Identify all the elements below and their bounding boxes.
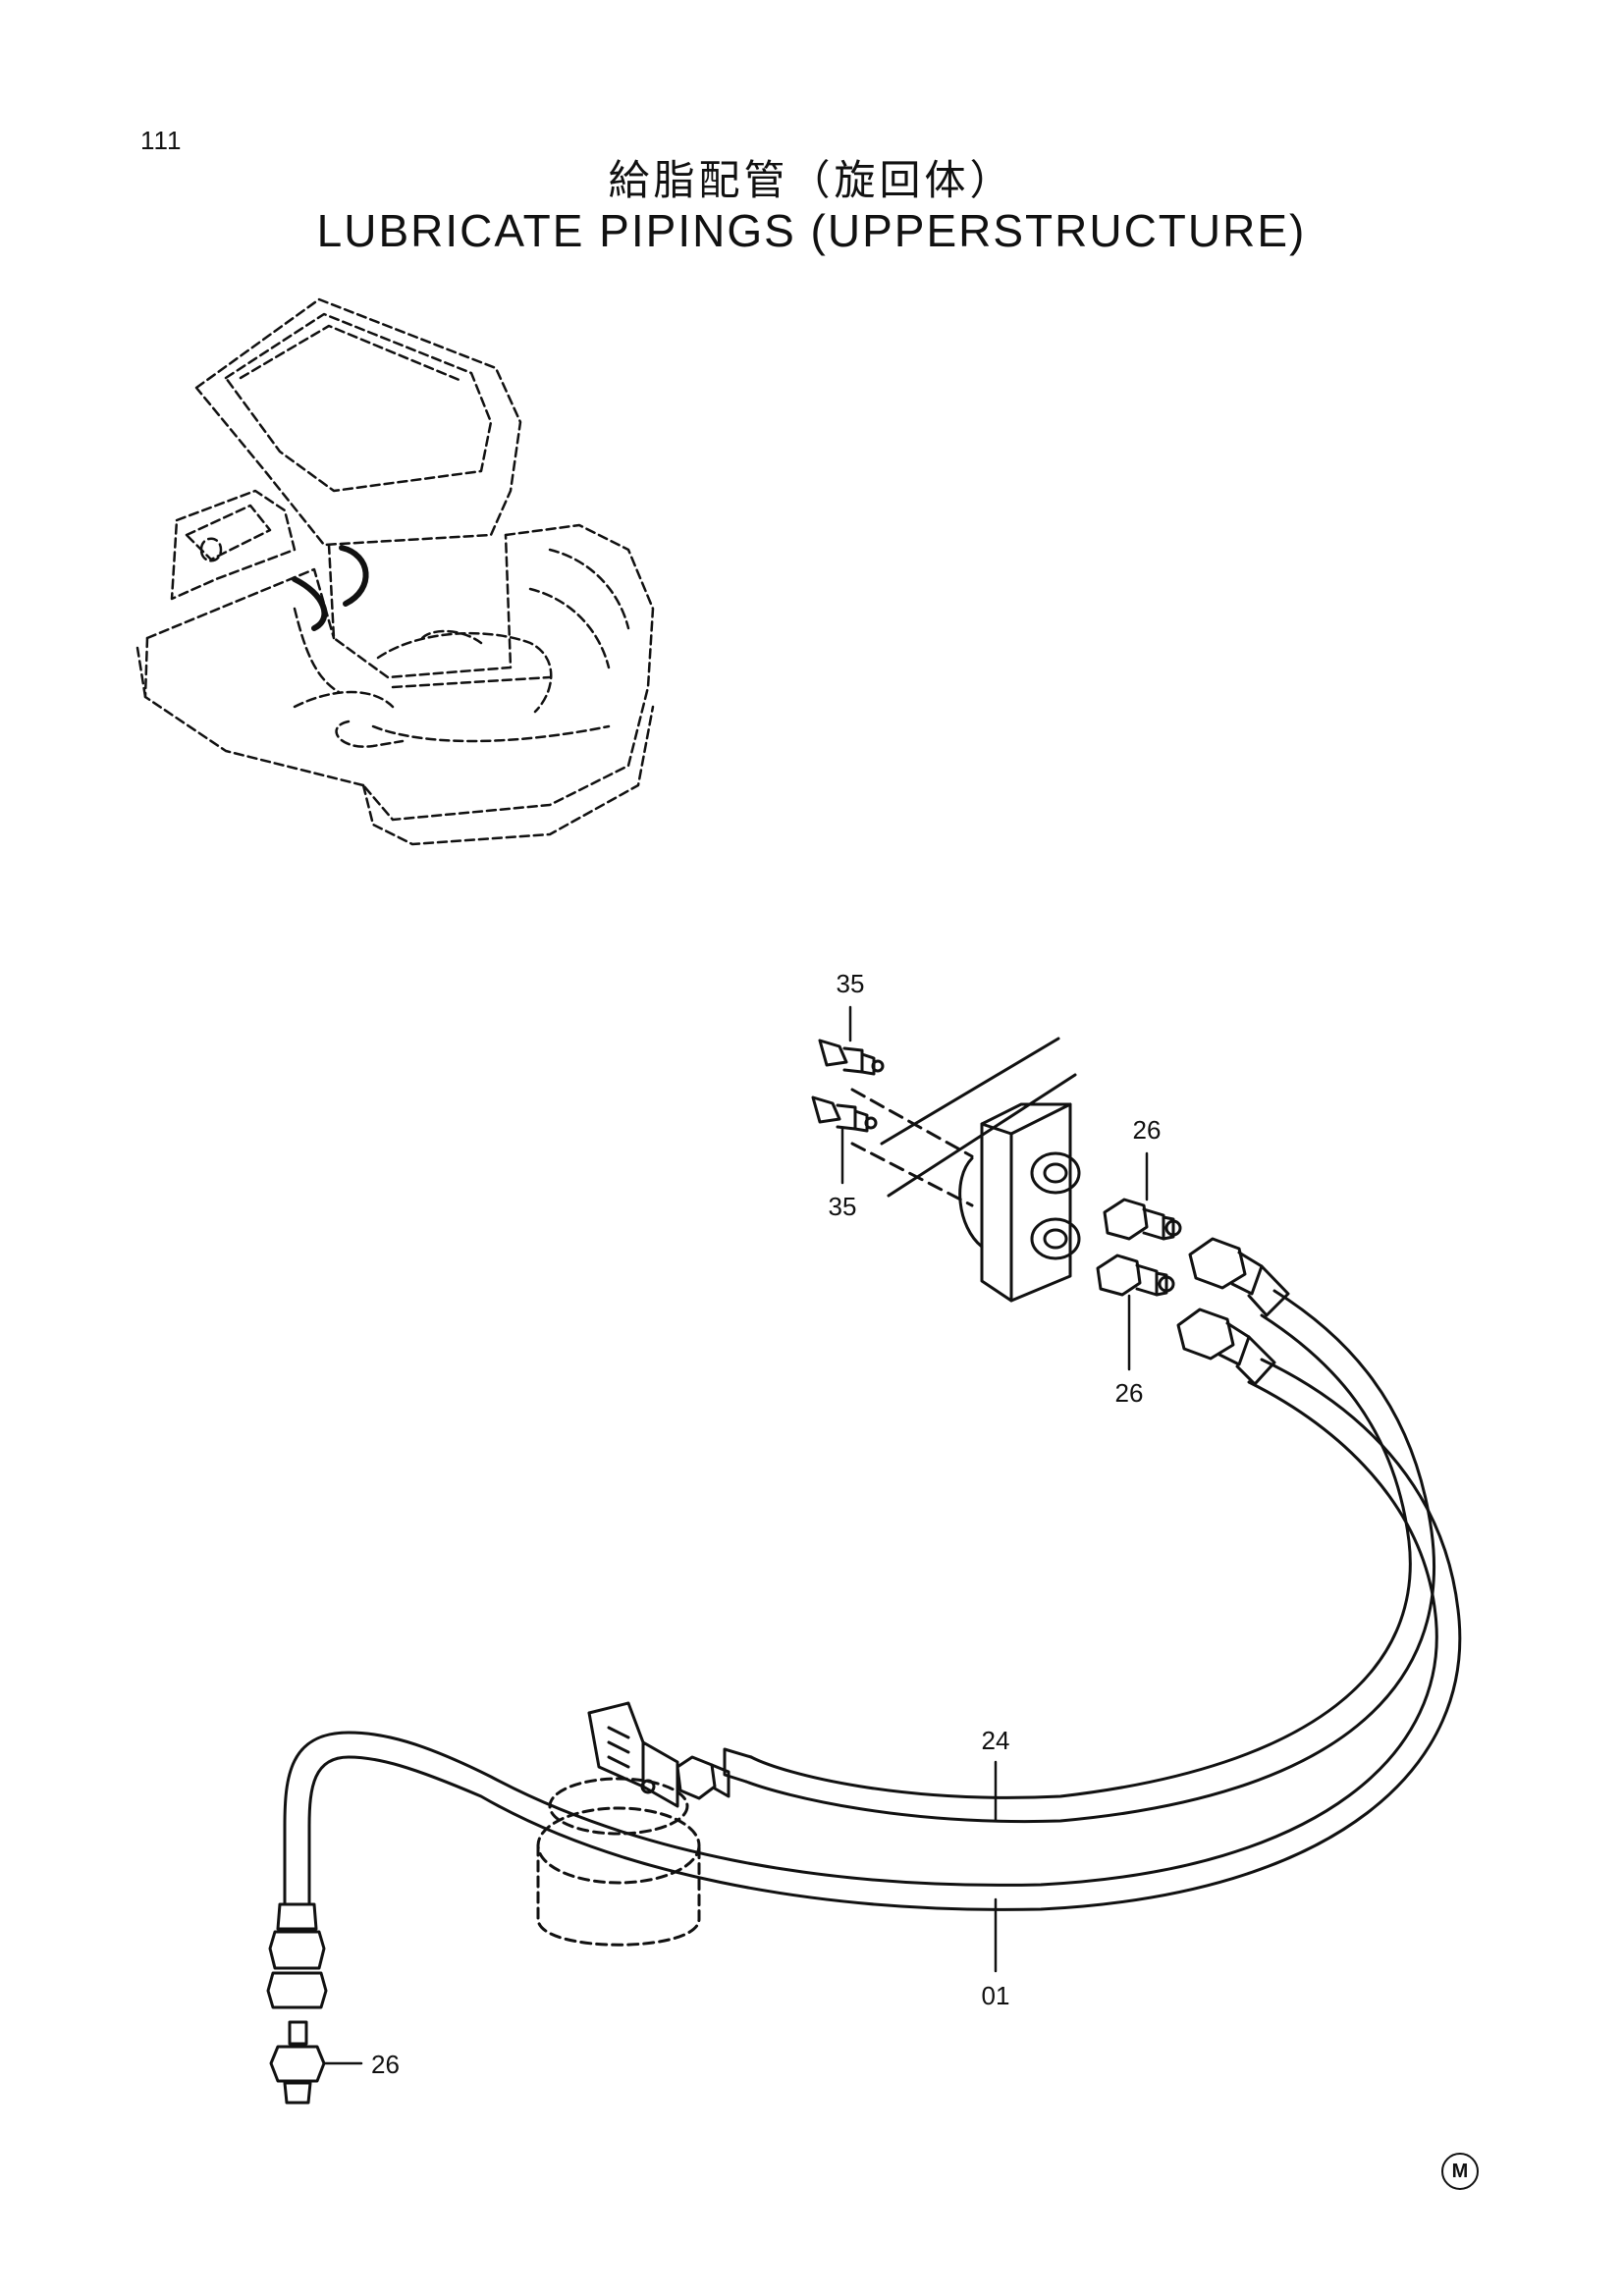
adapter-fitting-26-bottom — [269, 2020, 326, 2105]
callout-26-bottom: 26 — [371, 2050, 400, 2079]
grease-fitting-35-top — [818, 1039, 885, 1076]
machine-overview-illustration — [135, 297, 655, 846]
hose-01 — [283, 1358, 1462, 1911]
adapter-fitting-26-upper — [1103, 1198, 1182, 1241]
m-mark-symbol: M — [1441, 2153, 1479, 2190]
hose-24-end-nut — [676, 1755, 730, 1800]
page-number: 111 — [140, 126, 183, 155]
hose-nut-upper — [1188, 1237, 1290, 1317]
hose-nut-lower — [1176, 1308, 1276, 1386]
swivel-elbow-fitting — [587, 1701, 679, 1808]
callout-35-bottom: 35 — [829, 1192, 857, 1221]
adapter-fitting-26-lower — [1096, 1254, 1175, 1297]
callout-24: 24 — [982, 1726, 1010, 1755]
page-title-japanese: 給脂配管（旋回体） — [608, 156, 1015, 204]
callout-leaders — [322, 1005, 1149, 2065]
hose-01-end-fittings — [266, 1902, 328, 2009]
callout-26-lower: 26 — [1115, 1378, 1144, 1408]
lubrication-hose-highlight — [292, 545, 369, 631]
mounting-bracket — [850, 1037, 1081, 1303]
page-title-english: LUBRICATE PIPINGS (UPPERSTRUCTURE) — [316, 205, 1307, 256]
callout-35-top: 35 — [837, 969, 865, 998]
callout-01: 01 — [982, 1981, 1010, 2010]
grease-bath-cylinder — [536, 1777, 701, 1947]
grease-fitting-35-bottom — [811, 1095, 878, 1133]
hose-24 — [723, 1289, 1436, 1824]
callout-26-upper: 26 — [1133, 1115, 1162, 1145]
